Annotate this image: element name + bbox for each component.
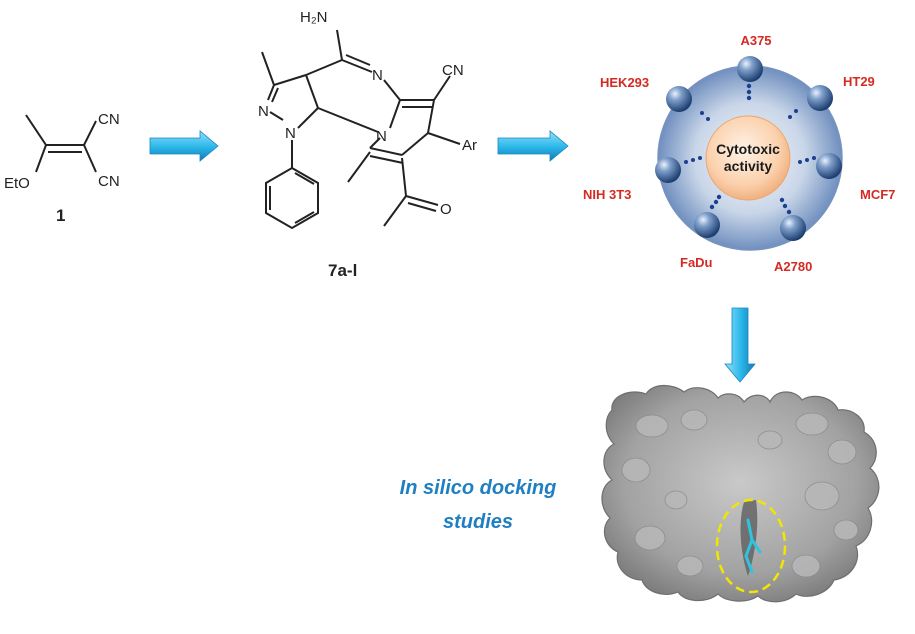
cell-label-ht29: HT29 xyxy=(843,74,875,89)
compound-1-structure xyxy=(25,114,97,173)
compound-7-n-pyrazole-2: N xyxy=(258,103,269,120)
compound-1-cn-bottom: CN xyxy=(98,173,120,190)
cell-label-nih3t3: NIH 3T3 xyxy=(583,187,631,202)
cell-ball-ht29 xyxy=(807,85,833,111)
cell-ball-mcf7 xyxy=(816,153,842,179)
wheel-core xyxy=(705,115,791,201)
compound-7-n-pyrazole-1: N xyxy=(285,125,296,142)
bond xyxy=(35,144,47,173)
reaction-arrow-2 xyxy=(497,130,569,162)
docking-label-line1: In silico docking xyxy=(400,477,557,499)
docking-label-line2: studies xyxy=(443,511,513,533)
core-label-line2: activity xyxy=(724,158,772,174)
compound-1-cn-top: CN xyxy=(98,111,120,128)
bond xyxy=(83,120,97,146)
compound-7-label: 7a-l xyxy=(328,261,357,280)
cell-label-a375: A375 xyxy=(740,33,771,48)
ligand xyxy=(744,518,762,574)
compound-1-label: 1 xyxy=(56,206,65,225)
compound-7-carbonyl-o: O xyxy=(440,201,452,218)
compound-7-cyano: CN xyxy=(442,62,464,79)
down-arrow xyxy=(724,307,756,383)
cell-label-mcf7: MCF7 xyxy=(860,187,895,202)
bond xyxy=(83,144,97,173)
binding-site-highlight xyxy=(715,498,787,594)
compound-7-amine: H₂N xyxy=(300,9,328,26)
cell-ball-a2780 xyxy=(780,215,806,241)
reaction-arrow-1 xyxy=(149,130,219,162)
core-label-line1: Cytotoxic xyxy=(716,141,780,157)
cytotoxicity-wheel: Cytotoxic activity A375 HT29 MCF7 A2780 … xyxy=(583,33,895,274)
cell-label-hek293: HEK293 xyxy=(600,75,649,90)
cell-ball-hek293 xyxy=(666,86,692,112)
compound-1-eto: EtO xyxy=(4,175,30,192)
cell-ball-fadu xyxy=(694,212,720,238)
cell-ball-nih3t3 xyxy=(655,157,681,183)
bond xyxy=(25,114,47,146)
compound-7-n-bridge: N xyxy=(376,128,387,145)
compound-7-n-ring: N xyxy=(372,67,383,84)
cell-label-fadu: FaDu xyxy=(680,255,713,270)
cell-label-a2780: A2780 xyxy=(774,259,812,274)
cell-ball-a375 xyxy=(737,56,763,82)
connector-dots xyxy=(684,83,816,215)
protein-surface xyxy=(601,384,880,603)
compound-7-aryl: Ar xyxy=(462,137,477,154)
compound-7-structure xyxy=(261,29,461,230)
